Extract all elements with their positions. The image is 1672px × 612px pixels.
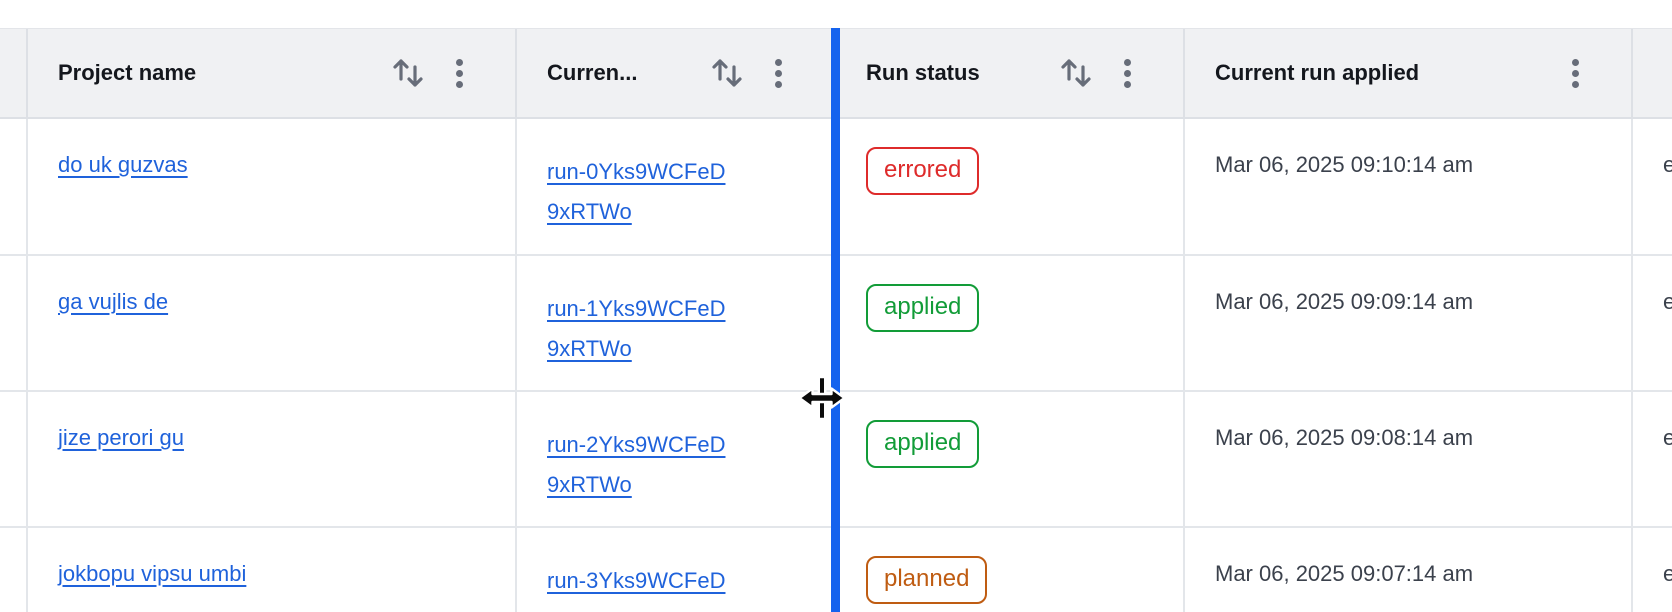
cell-run-status: planned [836,528,1185,612]
sort-arrows-icon [393,59,423,87]
cell-sliver [0,528,28,612]
column-menu-button-current-run[interactable] [775,58,782,88]
cell-sliver [0,256,28,390]
project-link[interactable]: ga vujlis de [58,289,169,314]
status-badge: applied [866,420,980,468]
column-label-run-status: Run status [866,60,980,85]
header-cell-current-run-applied: Current run applied [1185,29,1633,117]
status-badge: errored [866,147,980,195]
applied-timestamp: Mar 06, 2025 09:10:14 am [1215,152,1474,177]
sort-button-project-name[interactable] [390,54,426,92]
cell-current-run: run-2Yks9WCFeD9xRTWo [517,392,836,526]
cell-clipped: e [1633,119,1672,254]
clipped-cell-text: e [1663,152,1672,177]
cell-project: jize perori gu [28,392,517,526]
header-cell-clipped: V [1633,29,1672,117]
column-resize-guide[interactable] [831,28,840,612]
column-menu-button-project-name[interactable] [456,58,463,88]
column-menu-button-current-run-applied[interactable] [1572,58,1579,88]
applied-timestamp: Mar 06, 2025 09:09:14 am [1215,289,1474,314]
column-menu-button-run-status[interactable] [1124,58,1131,88]
clipped-cell-text: e [1663,289,1672,314]
applied-timestamp: Mar 06, 2025 09:07:14 am [1215,561,1474,586]
project-link[interactable]: jize perori gu [58,425,184,450]
cell-applied-at: Mar 06, 2025 09:10:14 am [1185,119,1633,254]
cell-project: jokbopu vipsu umbi [28,528,517,612]
cell-sliver [0,392,28,526]
cell-run-status: applied [836,256,1185,390]
kebab-menu-icon [456,58,463,88]
cell-run-status: errored [836,119,1185,254]
column-label-current-run: Curren... [547,60,638,85]
run-link[interactable]: run-1Yks9WCFeD9xRTWo [547,296,726,361]
project-link[interactable]: do uk guzvas [58,152,188,177]
applied-timestamp: Mar 06, 2025 09:08:14 am [1215,425,1474,450]
cell-applied-at: Mar 06, 2025 09:09:14 am [1185,256,1633,390]
project-link[interactable]: jokbopu vipsu umbi [58,561,247,586]
clipped-cell-text: e [1663,425,1672,450]
header-cell-current-run: Curren... [517,29,836,117]
run-link[interactable]: run-0Yks9WCFeD9xRTWo [547,159,726,224]
kebab-menu-icon [1572,58,1579,88]
sort-arrows-icon [712,59,742,87]
header-cell-sliver [0,29,28,117]
sort-arrows-icon [1061,59,1091,87]
header-cell-project-name: Project name [28,29,517,117]
status-badge: planned [866,556,988,604]
cell-current-run: run-0Yks9WCFeD9xRTWo [517,119,836,254]
header-cell-run-status: Run status [836,29,1185,117]
cell-clipped: e [1633,392,1672,526]
runs-table: Project name Curren... [0,28,1672,612]
cell-clipped: e [1633,528,1672,612]
cell-run-status: applied [836,392,1185,526]
cell-clipped: e [1633,256,1672,390]
cell-applied-at: Mar 06, 2025 09:07:14 am [1185,528,1633,612]
cell-current-run: run-3Yks9WCFeD9xRTWo [517,528,836,612]
cell-current-run: run-1Yks9WCFeD9xRTWo [517,256,836,390]
cell-project: do uk guzvas [28,119,517,254]
cell-sliver [0,119,28,254]
status-badge: applied [866,284,980,332]
sort-button-current-run[interactable] [709,54,745,92]
kebab-menu-icon [775,58,782,88]
column-label-current-run-applied: Current run applied [1215,60,1420,85]
clipped-cell-text: e [1663,561,1672,586]
run-link[interactable]: run-3Yks9WCFeD9xRTWo [547,568,726,612]
cell-applied-at: Mar 06, 2025 09:08:14 am [1185,392,1633,526]
cell-project: ga vujlis de [28,256,517,390]
column-label-project-name: Project name [58,60,197,85]
run-link[interactable]: run-2Yks9WCFeD9xRTWo [547,432,726,497]
kebab-menu-icon [1124,58,1131,88]
sort-button-run-status[interactable] [1058,54,1094,92]
